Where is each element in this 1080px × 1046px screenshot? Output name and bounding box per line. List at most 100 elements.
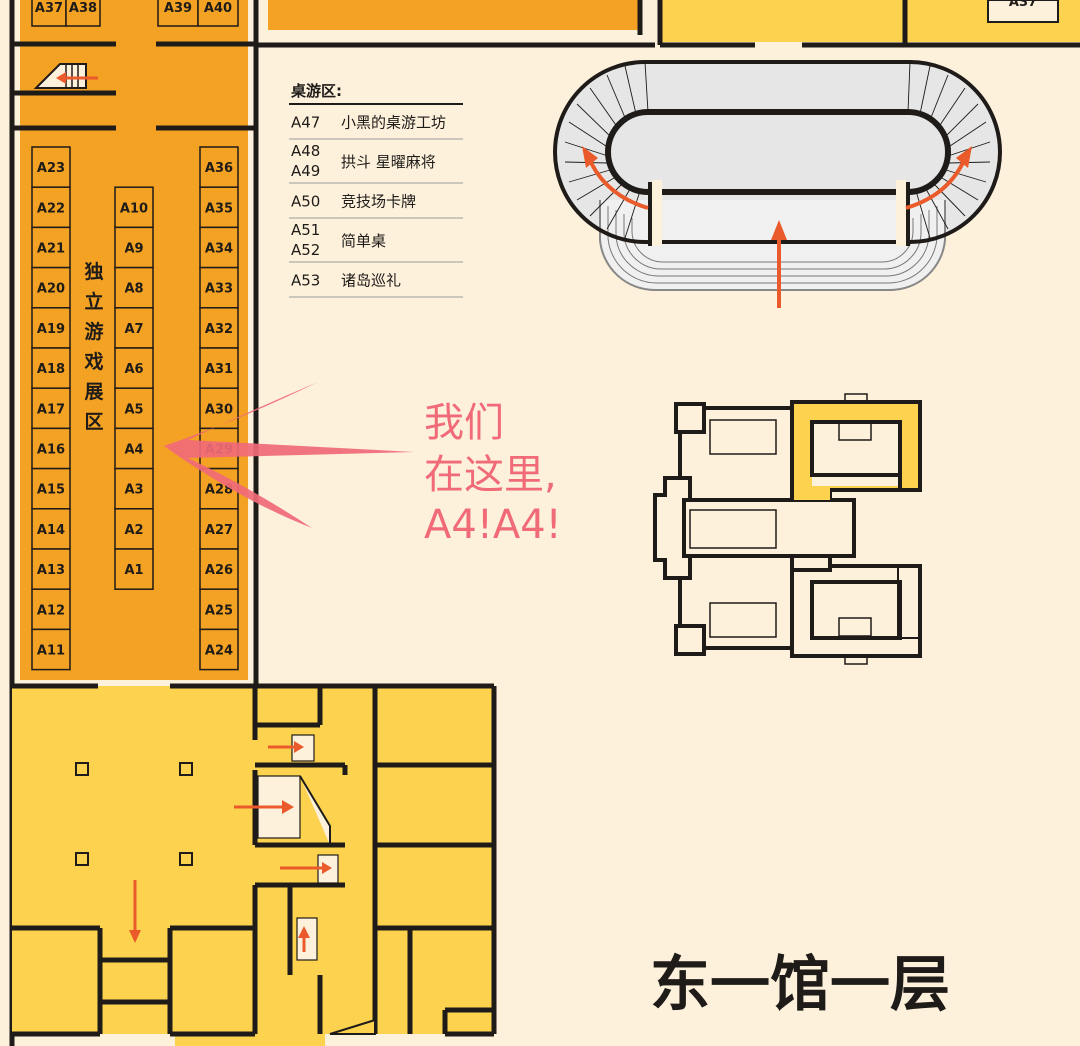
legend-code: A53 — [291, 272, 320, 290]
legend-row: A50 竞技场卡牌 — [291, 193, 416, 211]
booth-label: A30 — [205, 402, 233, 417]
booth-A30: A30 — [199, 387, 239, 430]
booth-A4: A4 — [114, 427, 154, 470]
booth-A33: A33 — [199, 266, 239, 309]
booth-label: A12 — [37, 603, 65, 618]
floor-title: 东一馆一层 — [650, 950, 950, 1020]
legend-code: A48 — [291, 142, 320, 160]
booth-A39: A39 — [157, 0, 199, 27]
booth-label: A13 — [37, 563, 65, 578]
booth-A19: A19 — [31, 307, 71, 349]
zone-title-char: 游 — [84, 320, 103, 343]
booth-box — [199, 387, 239, 430]
booth-label: A10 — [120, 201, 148, 216]
booth-A40: A40 — [197, 0, 239, 27]
booth-box — [199, 347, 239, 389]
booth-A3: A3 — [114, 467, 154, 510]
booth-A5: A5 — [114, 387, 154, 430]
booth-box — [31, 226, 71, 269]
booth-A17: A17 — [31, 387, 71, 430]
booth-label: A33 — [205, 282, 233, 297]
annotation-line: 我们 — [424, 400, 504, 446]
legend-code: A50 — [291, 193, 320, 211]
booth-box — [31, 307, 71, 349]
booth-A12: A12 — [31, 588, 71, 631]
booth-label: A40 — [204, 1, 232, 16]
booth-label: A4 — [124, 443, 143, 458]
zone-title-char: 立 — [84, 290, 103, 313]
booth-A11: A11 — [31, 628, 71, 671]
booth-label: A25 — [205, 603, 233, 618]
legend-name: 拱斗 星曜麻将 — [341, 153, 436, 171]
booth-A10: A10 — [114, 186, 154, 229]
booth-A37: A37 — [31, 0, 67, 27]
booth-A36: A36 — [199, 146, 239, 188]
legend-name: 小黑的桌游工坊 — [341, 114, 446, 132]
booth-box — [31, 266, 71, 309]
booth-box — [31, 628, 71, 671]
legend-title: 桌游区: — [290, 82, 342, 100]
zone-title-char: 戏 — [83, 351, 103, 373]
zone-title-char: 独 — [84, 260, 103, 283]
booth-label: A21 — [37, 242, 65, 257]
booth-label: A36 — [205, 161, 233, 176]
legend-name: 简单桌 — [341, 232, 386, 250]
booth-label: A17 — [37, 402, 65, 417]
booth-A18: A18 — [31, 347, 71, 389]
booth-box — [114, 347, 154, 389]
booth-A34: A34 — [199, 226, 239, 269]
booth-A35: A35 — [199, 186, 239, 229]
legend-code: A49 — [291, 162, 320, 180]
lower-rooms — [12, 683, 497, 1046]
booth-label: A27 — [205, 523, 233, 538]
booth-A1: A1 — [114, 548, 154, 590]
booth-label: A22 — [37, 201, 65, 216]
booth-label: A2 — [124, 523, 143, 538]
booth-label: A8 — [124, 282, 143, 297]
booth-box — [31, 146, 71, 188]
booth-A38: A38 — [65, 0, 101, 27]
booth-label: A20 — [37, 282, 65, 297]
top-hall-area — [268, 0, 638, 30]
booth-A9: A9 — [114, 226, 154, 269]
booth-A21: A21 — [31, 226, 71, 269]
stairs-icon — [33, 63, 98, 89]
booth-label: A31 — [205, 362, 233, 377]
booth-label: A15 — [37, 483, 65, 498]
booth-label: A35 — [205, 201, 233, 216]
booth-box — [31, 548, 71, 590]
booth-top-right-box — [987, 0, 1059, 23]
booth-box — [114, 266, 154, 309]
booth-box — [114, 307, 154, 349]
booth-column-right: A36A35A34A33A32A31A30A29A28A27A26A25A24 — [199, 146, 239, 671]
booth-A20: A20 — [31, 266, 71, 309]
booth-label: A37 — [1009, 0, 1037, 10]
booth-A22: A22 — [31, 186, 71, 229]
booth-label: A5 — [124, 402, 143, 417]
booth-box — [31, 427, 71, 470]
booth-box — [114, 226, 154, 269]
booth-box — [199, 266, 239, 309]
booth-label: A39 — [164, 1, 192, 16]
booth-box — [31, 508, 71, 550]
booth-label: A9 — [124, 242, 143, 257]
zone-title-char: 区 — [84, 411, 103, 433]
booth-label: A38 — [69, 1, 97, 16]
booth-label: A6 — [124, 362, 143, 377]
booth-box — [199, 628, 239, 671]
booth-box — [114, 387, 154, 430]
legend-code: A52 — [291, 241, 320, 259]
top-room-area — [660, 0, 905, 42]
booth-label: A7 — [124, 322, 143, 337]
annotation-line: 在这里, — [424, 452, 557, 498]
booth-A26: A26 — [199, 548, 239, 590]
legend-name: 竞技场卡牌 — [341, 193, 416, 211]
booth-label: A3 — [124, 483, 143, 498]
booth-label: A16 — [37, 443, 65, 458]
